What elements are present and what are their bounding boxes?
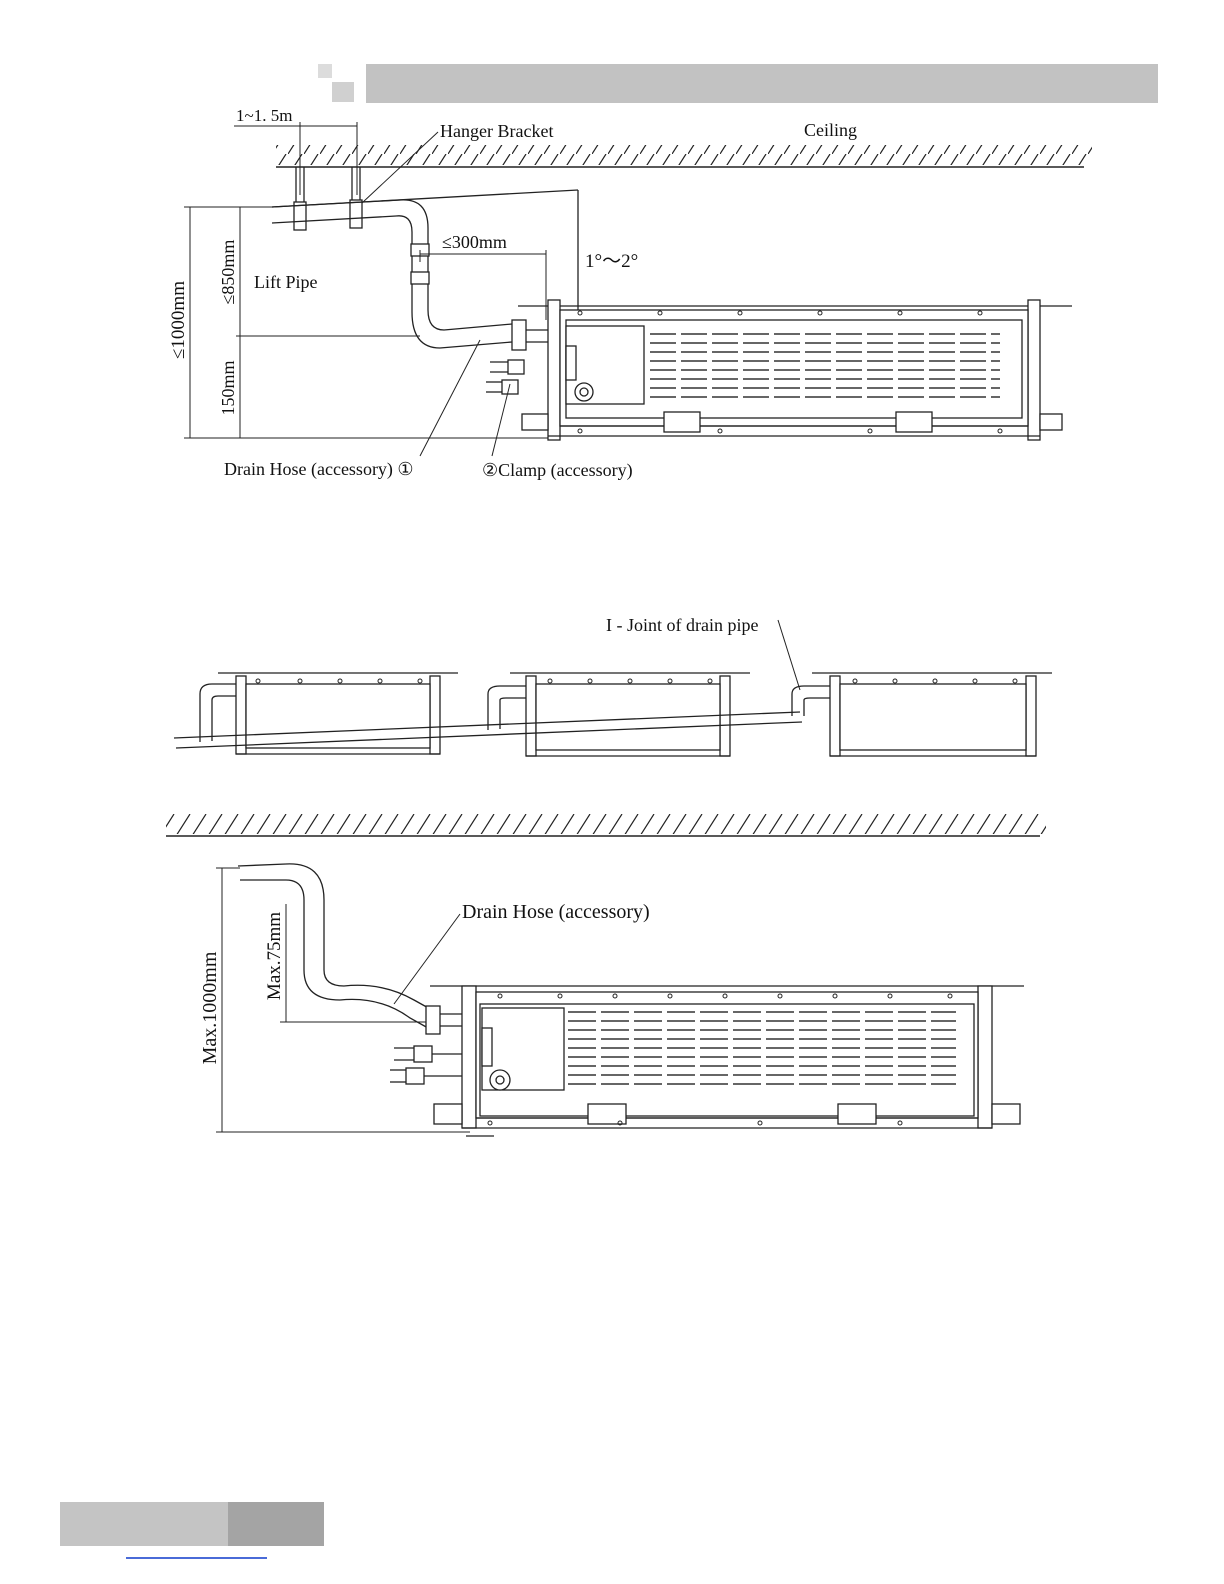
diagram-3-max-height: Max.1000mm Max.75mm Drain Hose (accessor… <box>166 814 1046 1136</box>
slope-label: 1°～2° <box>585 251 638 272</box>
unit-row-screws <box>256 679 1017 683</box>
total-height-label: ≤1000mm <box>168 281 189 359</box>
horizontal-limit-label: ≤300mm <box>442 232 507 252</box>
indoor-unit-c <box>812 673 1052 756</box>
max-offset-label: Max.75mm <box>264 912 285 1000</box>
joint-label: I - Joint of drain pipe <box>606 615 758 635</box>
ceiling-hatch-3 <box>166 814 1046 834</box>
ceiling-label: Ceiling <box>804 120 857 140</box>
horizontal-limit-dimension <box>420 250 546 320</box>
clamp-leader <box>492 384 510 456</box>
drain-pipe-run <box>272 190 578 350</box>
base-height-label: 150mm <box>218 360 238 415</box>
indoor-unit-b <box>510 673 750 756</box>
hanger-bracket-label: Hanger Bracket <box>440 121 553 141</box>
footer-block-dark <box>228 1502 324 1546</box>
diagram-1-lift-pipe: 1~1. 5m Hanger Bracket Ceiling <box>168 106 1092 481</box>
footer-link-line <box>126 1557 267 1559</box>
clamp-label: ②Clamp (accessory) <box>482 460 633 481</box>
lift-pipe-label: Lift Pipe <box>254 272 318 292</box>
ceiling-hatch-1 <box>276 145 1092 165</box>
drain-hose-leader-3 <box>394 914 460 1004</box>
drain-hose-label-1: Drain Hose (accessory) ① <box>224 459 414 480</box>
diagram-2-multiple-units: I - Joint of drain pipe <box>174 615 1052 756</box>
max-height-label: Max.1000mm <box>199 951 221 1064</box>
joint-leader <box>778 620 800 690</box>
bracket-spacing-label: 1~1. 5m <box>236 106 292 125</box>
indoor-unit-3 <box>390 986 1024 1136</box>
lift-height-label: ≤850mm <box>218 240 238 305</box>
footer-block-light <box>60 1502 228 1546</box>
drain-hose-leader <box>420 340 480 456</box>
drain-hose-label-3: Drain Hose (accessory) <box>462 901 650 923</box>
